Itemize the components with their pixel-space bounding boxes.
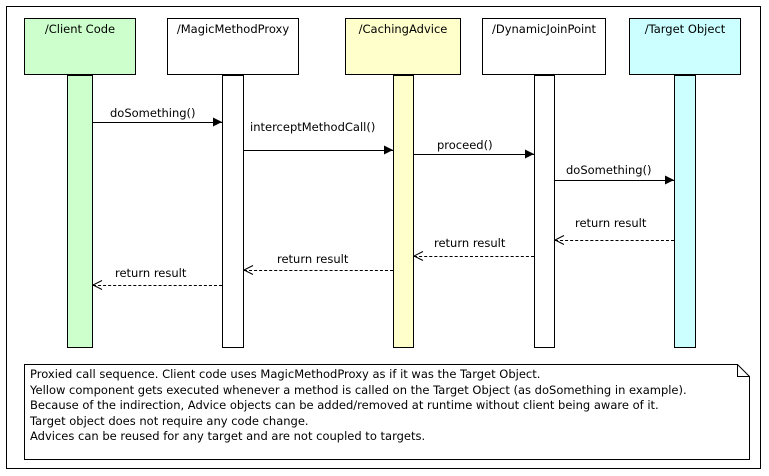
message-line-m5[interactable] (555, 240, 674, 241)
arrowhead-m6 (412, 251, 424, 261)
lifeline-label: /CachingAdvice (358, 22, 448, 36)
arrowhead-m1 (213, 117, 223, 127)
message-line-m6[interactable] (414, 256, 534, 257)
lifeline-label: /Target Object (644, 22, 726, 36)
message-line-m4[interactable] (555, 180, 674, 181)
diagram-note: Proxied call sequence. Client code uses … (24, 364, 750, 460)
lifeline-label: /Client Code (44, 22, 116, 36)
lifeline-label: /DynamicJoinPoint (491, 22, 597, 36)
message-line-m3[interactable] (414, 154, 534, 155)
note-line: Proxied call sequence. Client code uses … (30, 367, 541, 381)
message-label-m4: doSomething() (566, 163, 652, 177)
lifeline-header-client[interactable]: /Client Code (24, 18, 136, 75)
arrowhead-m5 (553, 235, 565, 245)
note-line: Target object does not require any code … (30, 413, 309, 428)
note-border-shape (24, 364, 750, 460)
activation-bar-client[interactable] (67, 75, 93, 348)
message-label-m3: proceed() (437, 138, 493, 152)
note-text: Proxied call sequence. Client code uses … (30, 367, 744, 445)
message-label-m1: doSomething() (110, 106, 196, 120)
arrowhead-m7 (242, 265, 254, 275)
arrowhead-m4 (665, 175, 675, 185)
arrowhead-m2 (384, 145, 394, 155)
activation-bar-proxy[interactable] (222, 75, 244, 348)
message-label-m5: return result (575, 216, 647, 230)
note-line: Because of the indirection, Advice objec… (30, 398, 659, 413)
message-label-m8: return result (115, 266, 187, 280)
activation-bar-target[interactable] (674, 75, 696, 348)
message-label-m2: interceptMethodCall() (250, 120, 376, 134)
lifeline-label: /MagicMethodProxy (176, 22, 290, 36)
lifeline-header-advice[interactable]: /CachingAdvice (345, 18, 461, 75)
message-label-m7: return result (277, 252, 349, 266)
message-line-m1[interactable] (93, 122, 222, 123)
message-label-m6: return result (434, 236, 506, 250)
lifeline-header-proxy[interactable]: /MagicMethodProxy (167, 18, 299, 75)
lifeline-header-target[interactable]: /Target Object (629, 18, 741, 75)
message-line-m2[interactable] (244, 150, 393, 151)
activation-bar-advice[interactable] (393, 75, 414, 348)
message-line-m7[interactable] (244, 270, 393, 271)
note-line: Yellow component gets executed whenever … (30, 382, 687, 397)
arrowhead-m3 (525, 149, 535, 159)
activation-bar-joinpoint[interactable] (534, 75, 555, 348)
arrowhead-m8 (91, 280, 103, 290)
message-line-m8[interactable] (93, 285, 222, 286)
note-line: Advices can be reused for any target and… (30, 429, 426, 444)
lifeline-header-joinpoint[interactable]: /DynamicJoinPoint (482, 18, 606, 75)
